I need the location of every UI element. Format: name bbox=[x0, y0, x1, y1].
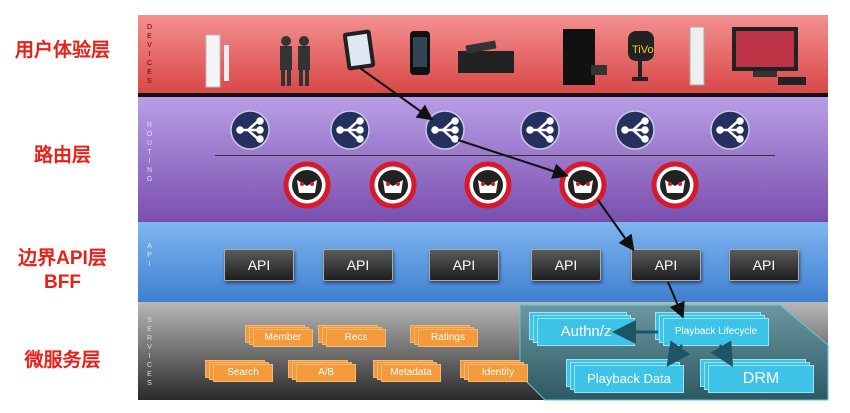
set-top-box-icon bbox=[458, 40, 514, 73]
ps3-icon bbox=[563, 29, 607, 85]
api-button[interactable]: API bbox=[631, 249, 701, 281]
service-box: Metadata bbox=[373, 360, 441, 382]
tivo-icon: TiVo bbox=[628, 31, 654, 81]
layer-label-bff: BFF bbox=[44, 272, 81, 293]
router-icon bbox=[615, 110, 655, 150]
router-icon bbox=[330, 110, 370, 150]
service-box: Member bbox=[245, 325, 313, 347]
api-button[interactable]: API bbox=[729, 249, 799, 281]
tv-icon bbox=[732, 27, 806, 85]
router-icon bbox=[710, 110, 750, 150]
svg-text:TiVo: TiVo bbox=[632, 44, 654, 56]
api-button[interactable]: API bbox=[323, 249, 393, 281]
proxy-mascot-icon bbox=[559, 161, 607, 209]
proxy-mascot-icon bbox=[283, 161, 331, 209]
proxy-mascot-icon bbox=[651, 161, 699, 209]
router-icon bbox=[230, 110, 270, 150]
service-box: Recs bbox=[318, 325, 386, 347]
router-icon bbox=[425, 110, 465, 150]
layer-label-routing: 路由层 bbox=[33, 145, 91, 166]
ipad-icon bbox=[342, 29, 376, 71]
band-label-devices: DEVICES bbox=[146, 24, 154, 85]
api-button[interactable]: API bbox=[224, 249, 294, 281]
layer-label-devices: 用户体验层 bbox=[14, 40, 110, 61]
iphone-icon bbox=[410, 31, 430, 75]
layer-label-api: 边界API层 bbox=[18, 248, 107, 269]
band-divider bbox=[138, 93, 828, 97]
proxy-mascot-icon bbox=[369, 161, 417, 209]
people-icon bbox=[280, 36, 310, 86]
service-box: Identity bbox=[460, 360, 528, 382]
band-label-services: SERVICES bbox=[146, 317, 154, 387]
band-label-routing: ROUTING bbox=[146, 122, 154, 183]
service-box: Ratings bbox=[410, 325, 478, 347]
api-button[interactable]: API bbox=[531, 249, 601, 281]
xbox-icon bbox=[689, 26, 705, 86]
proxy-mascot-icon bbox=[464, 161, 512, 209]
service-box: A/B bbox=[288, 360, 356, 382]
layer-label-services: 微服务层 bbox=[24, 350, 101, 371]
band-label-api: API bbox=[147, 243, 153, 268]
wii-icon bbox=[205, 34, 229, 88]
service-box: Search bbox=[205, 360, 273, 382]
api-button[interactable]: API bbox=[429, 249, 499, 281]
device-icons: TiVo bbox=[205, 26, 806, 88]
